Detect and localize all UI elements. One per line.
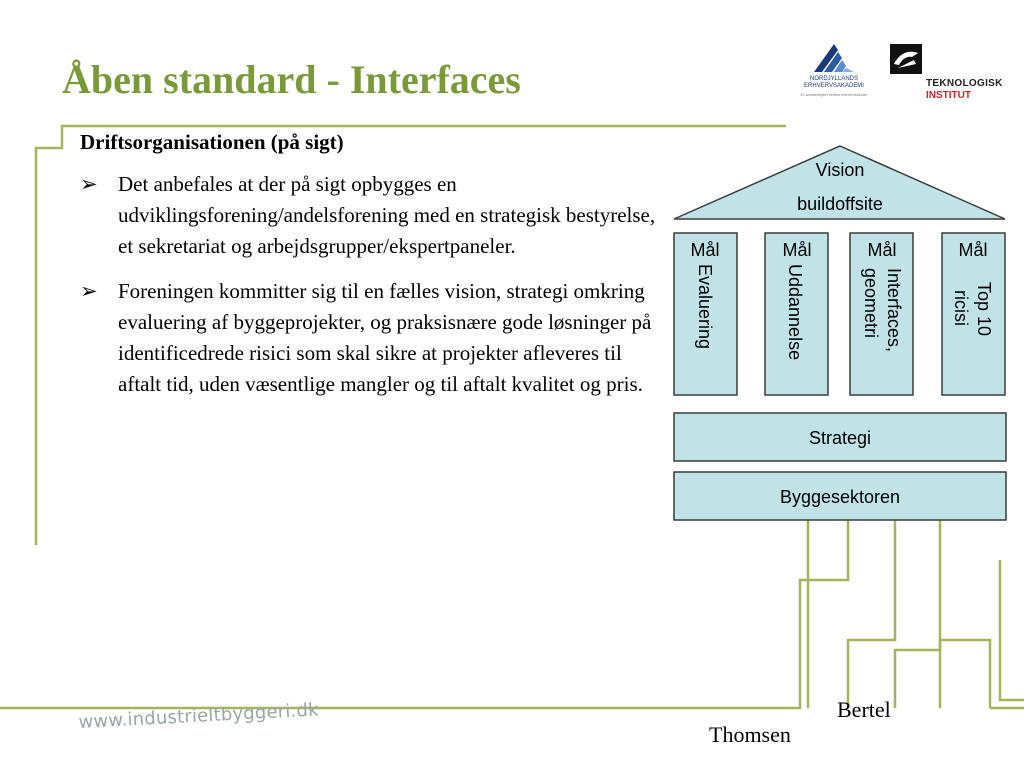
arrow-bullet-icon: ➢ <box>80 279 98 303</box>
institute-logo-icon <box>890 44 922 74</box>
page-title: Åben standard - Interfaces <box>62 57 521 102</box>
academy-logo-line2: ERHVERVSAKADEMI <box>804 83 864 89</box>
pillar-3-head: Mål <box>867 240 896 260</box>
pillar-4-label-line1: Top 10 <box>974 282 994 336</box>
bullet-list: ➢ Det anbefales at der på sigt opbygges … <box>80 169 660 400</box>
pillar-4-shape <box>941 232 1006 396</box>
pillar-4-label-line2: ricisi <box>951 290 971 326</box>
teknologisk-institut-logo: TEKNOLOGISK INSTITUT <box>890 44 1014 104</box>
pillar-1-label: Evaluering <box>695 264 715 349</box>
roof-shape <box>673 145 1006 220</box>
section-subtitle: Driftsorganisationen (på sigt) <box>80 130 344 154</box>
bullet-text: Foreningen kommitter sig til en fælles v… <box>118 279 652 396</box>
roof-label-buildoffsite: buildoffsite <box>797 194 883 214</box>
base-box-shape <box>673 471 1007 521</box>
academy-logo-icon <box>814 44 854 72</box>
nordjyllands-erhvervsakademi-logo: NORDJYLLANDS ERHVERVSAKADEMI Et samarbej… <box>798 40 870 102</box>
strategy-box-shape <box>673 412 1007 462</box>
pillar-4-head: Mål <box>958 240 987 260</box>
pillar-2-label: Uddannelse <box>785 264 805 360</box>
pillar-2-shape <box>764 232 829 396</box>
pillar-3-label-line1: Interfaces, <box>884 268 904 352</box>
pillar-3-label-line2: geometri <box>861 268 881 338</box>
list-item: ➢ Det anbefales at der på sigt opbygges … <box>80 169 660 262</box>
arrow-bullet-icon: ➢ <box>80 172 98 196</box>
pillar-3-shape <box>849 232 914 396</box>
institute-logo-line2: INSTITUT <box>926 90 971 101</box>
base-label: Byggesektoren <box>780 487 900 507</box>
strategy-label: Strategi <box>809 428 871 448</box>
academy-logo-line1: NORDJYLLANDS <box>809 76 858 82</box>
list-item: ➢ Foreningen kommitter sig til en fælles… <box>80 276 660 400</box>
institute-logo-line1: TEKNOLOGISK <box>926 78 1003 89</box>
bullet-text: Det anbefales at der på sigt opbygges en… <box>118 172 656 258</box>
academy-logo-tagline: Et samarbejde mellem erhvervsskoler <box>800 92 868 97</box>
pillar-1-head: Mål <box>690 240 719 260</box>
content-block: Driftsorganisationen (på sigt) ➢ Det anb… <box>80 130 660 414</box>
author-first-name: Bertel <box>837 697 891 722</box>
roof-label-vision: Vision <box>816 160 865 180</box>
pillar-1-shape <box>673 232 738 396</box>
author-last-name: Thomsen <box>709 722 791 747</box>
pillar-2-head: Mål <box>782 240 811 260</box>
